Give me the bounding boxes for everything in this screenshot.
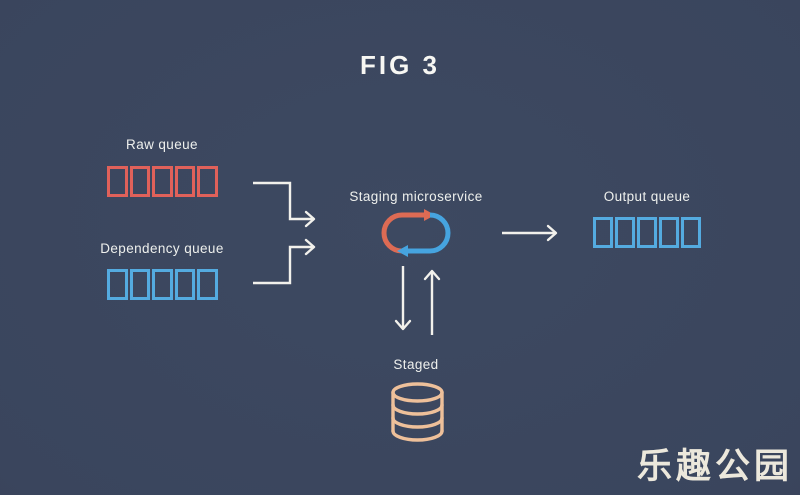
watermark-text: 乐趣公园	[636, 447, 793, 487]
queue-cell	[152, 166, 173, 197]
queue-cell	[174, 166, 196, 197]
queue-cell	[107, 269, 128, 300]
queue-cell	[107, 166, 128, 197]
dependency-queue-label: Dependency queue	[100, 241, 224, 256]
queue-cell	[129, 166, 151, 197]
figure-title: FIG 3	[359, 50, 440, 80]
raw-queue-label: Raw queue	[126, 137, 198, 152]
queue-cell	[593, 217, 613, 248]
queue-cell	[637, 217, 657, 248]
queue-cell	[615, 217, 635, 248]
dependency-to-staging-arrow	[253, 245, 313, 285]
queue-cell	[152, 269, 173, 300]
queue-cell	[197, 269, 218, 300]
queue-cell	[174, 269, 196, 300]
queue-cell	[129, 269, 151, 300]
queue-cell	[681, 217, 701, 248]
queue-cell	[659, 217, 679, 248]
queue-cell	[197, 166, 218, 197]
database-icon	[391, 382, 444, 442]
raw-to-staging-arrow	[253, 181, 313, 221]
output-queue-node	[593, 217, 701, 248]
output-queue-label: Output queue	[603, 189, 691, 204]
staging-microservice-label: Staging microservice	[349, 189, 483, 204]
staged-label: Staged	[393, 357, 439, 372]
raw-queue-node	[107, 166, 218, 197]
dependency-queue-node	[107, 269, 218, 300]
cycle-refresh-icon	[381, 209, 451, 257]
